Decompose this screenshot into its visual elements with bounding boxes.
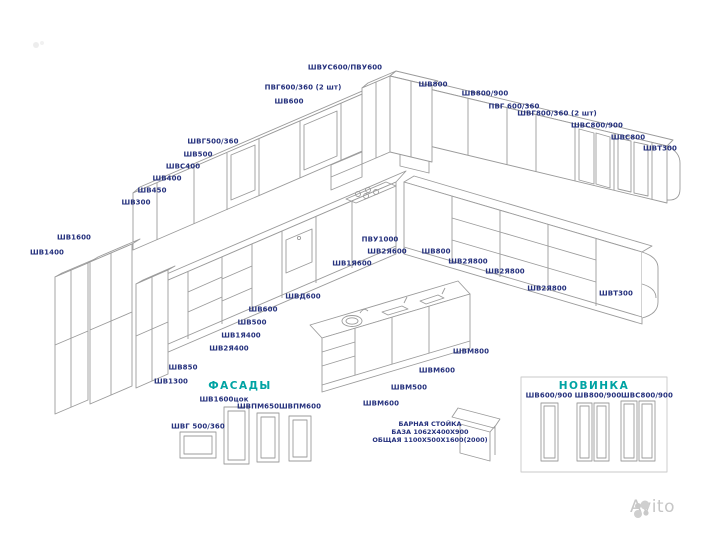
hob-icon (345, 181, 397, 204)
oven-icon (285, 228, 313, 274)
cabinet-label: ШВ800/900 (461, 89, 509, 98)
cabinet-label: ШВ1400 (29, 248, 65, 257)
cabinet-label: ШВС400 (165, 162, 201, 171)
cabinet-label: ШВ600/900 (525, 391, 573, 400)
cabinet-label: ШВ800 (421, 247, 451, 256)
avito-watermark: Avito (630, 497, 675, 518)
cabinet-label: ШВ500 (183, 150, 213, 159)
cabinet-label: ШВМ500 (390, 383, 428, 392)
wall-cabinet-corner (361, 70, 439, 165)
fasady-panels (179, 406, 312, 465)
cabinet-label: БАРНАЯ СТОЙКА (398, 419, 462, 428)
cabinet-label: ШВМ800 (452, 347, 490, 356)
rect-sink-icon (419, 287, 446, 305)
cabinet-label: ШВС800/900 (571, 121, 623, 130)
tall-cabinets (54, 238, 176, 415)
cabinet-label: ШВПМ650 (236, 402, 280, 411)
island-cabinets (309, 280, 471, 393)
rect-sink-icon (381, 296, 409, 316)
cabinet-label: ШВМ600 (418, 366, 456, 375)
cabinet-label: ШВ500 (237, 318, 267, 327)
wall-cabinets-left (132, 75, 398, 251)
novinka-title: НОВИНКА (558, 379, 630, 392)
avito-logo-icon (634, 500, 650, 518)
base-cabinets-right (403, 175, 659, 325)
cabinet-label: ШВ2Я800 (485, 267, 525, 276)
cabinet-label: ШВ800 (418, 80, 448, 89)
cabinet-label: ОБЩАЯ 1100Х500Х1600(2000) (372, 435, 488, 444)
cabinet-label: ШВПМ600 (278, 402, 322, 411)
novinka-section (520, 376, 668, 473)
fasady-title: ФАСАДЫ (208, 379, 272, 392)
cabinet-label: ШВМ600 (362, 399, 400, 408)
cabinet-label: БАЗА 1062Х400Х900 (391, 427, 469, 436)
cabinet-label: ШВ450 (137, 186, 167, 195)
cabinet-label: ШВ600 (274, 97, 304, 106)
cabinet-label: ШВТ300 (599, 289, 633, 298)
cabinet-label: ШВ2Я400 (209, 344, 249, 353)
cabinet-label: ШВ600 (248, 305, 278, 314)
bar-stand (451, 407, 501, 462)
cabinet-label: ШВГ800/360 (2 шт) (517, 109, 597, 118)
cabinet-label: ШВ1Я400 (221, 331, 261, 340)
cabinet-label: ШВ850 (168, 363, 198, 372)
faint-watermark-icon (33, 41, 44, 48)
cabinet-label: ШВ300 (121, 198, 151, 207)
cabinet-label: ШВ400 (152, 174, 182, 183)
base-cabinets-left (151, 170, 407, 360)
cabinet-label: ШВ2Я800 (527, 284, 567, 293)
cabinet-label: ПВУ1000 (361, 235, 399, 244)
cabinet-label: ШВ1600 (56, 233, 92, 242)
cabinet-label: ПВГ600/360 (2 шт) (264, 83, 342, 92)
cabinet-label: ШВГ500/360 (187, 137, 239, 146)
cabinet-label: ШВС800/900 (621, 391, 673, 400)
cabinet-label: ШВ800/900 (574, 391, 622, 400)
round-sink-icon (341, 308, 369, 327)
cabinet-label: ШВТ300 (643, 144, 677, 153)
cabinet-label: ШВ1300 (153, 377, 189, 386)
cabinet-label: ШВ2Я800 (448, 257, 488, 266)
cabinet-label: ШВ2Я600 (367, 247, 407, 256)
cabinet-label: ШВ1600цок (199, 395, 249, 404)
cabinet-label: ШВ1Я600 (332, 259, 372, 268)
cabinet-label: ШВД600 (285, 292, 321, 301)
cabinet-label: ШВГ 500/360 (171, 422, 225, 431)
cabinet-label: ШВУС600/ПВУ600 (307, 63, 383, 72)
cabinet-label: ШВС800 (610, 133, 646, 142)
cabinet-label: ПВГ 600/360 (488, 102, 540, 111)
